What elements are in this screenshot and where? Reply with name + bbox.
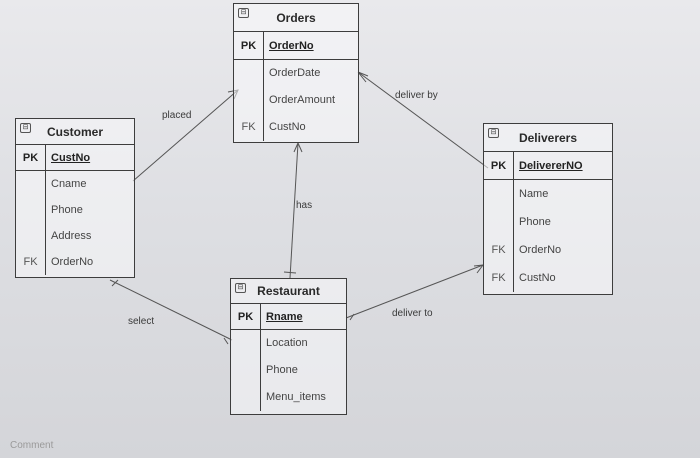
collapse-icon[interactable]: ⊟ (20, 123, 31, 133)
attr-name: OrderNo (519, 244, 562, 256)
line-deliver-by (357, 71, 489, 169)
arrow-select (111, 279, 229, 345)
line-has (289, 142, 299, 279)
attr-name: Phone (51, 204, 83, 216)
attr-key (16, 171, 46, 197)
attr-row: FK CustNo (484, 264, 612, 292)
entity-title: ⊟ Deliverers (484, 124, 612, 152)
pk-key: PK (231, 304, 261, 329)
pk-row: PK Rname (231, 304, 346, 330)
attr-key (231, 357, 261, 384)
rel-label-placed: placed (162, 110, 192, 121)
attr-name: CustNo (519, 272, 556, 284)
attr-name: Cname (51, 178, 87, 190)
entity-name: Deliverers (518, 131, 578, 145)
attr-row: FK OrderNo (16, 249, 134, 275)
entity-name: Restaurant (257, 284, 320, 298)
attr-key: FK (234, 114, 264, 141)
attr-key (484, 208, 514, 236)
entity-customer[interactable]: ⊟ Customer PK CustNo Cname Phone Address… (15, 118, 135, 278)
attr-name: Address (51, 230, 92, 242)
attr-row: OrderAmount (234, 87, 358, 114)
attr-key (231, 384, 261, 411)
attr-row: FK OrderNo (484, 236, 612, 264)
entity-title: ⊟ Customer (16, 119, 134, 145)
attr-row: Address (16, 223, 134, 249)
attr-row: Menu_items (231, 384, 346, 411)
line-deliver-to (345, 264, 484, 319)
attr-key: FK (484, 264, 514, 292)
attr-key (16, 223, 46, 249)
pk-row: PK CustNo (16, 145, 134, 171)
rel-label-has: has (296, 200, 313, 211)
entity-orders[interactable]: ⊟ Orders PK OrderNo OrderDate OrderAmoun… (233, 3, 359, 143)
attr-name: CustNo (269, 121, 306, 133)
entity-name: Customer (46, 125, 103, 139)
attr-key (234, 60, 264, 87)
collapse-icon[interactable]: ⊟ (488, 128, 499, 138)
line-select (109, 279, 233, 341)
attr-key: FK (16, 249, 46, 275)
rel-label-deliver-by: deliver by (395, 90, 438, 101)
attr-row: Phone (484, 208, 612, 236)
attr-key (484, 180, 514, 208)
comment-link[interactable]: Comment (10, 440, 54, 451)
attr-name: Phone (266, 364, 298, 376)
collapse-icon[interactable]: ⊟ (238, 8, 249, 18)
pk-row: PK OrderNo (234, 32, 358, 60)
attr-name: Menu_items (266, 391, 326, 403)
rel-label-deliver-to: deliver to (392, 308, 433, 319)
attr-row: FK CustNo (234, 114, 358, 141)
entity-title: ⊟ Orders (234, 4, 358, 32)
attr-row: Location (231, 330, 346, 357)
attr-name: Phone (519, 216, 551, 228)
entity-deliverers[interactable]: ⊟ Deliverers PK DelivererNO Name Phone F… (483, 123, 613, 295)
attr-key (234, 87, 264, 114)
pk-key: PK (16, 145, 46, 170)
attr-key (231, 330, 261, 357)
attr-row: Name (484, 180, 612, 208)
line-placed (132, 89, 239, 182)
attr-name: OrderAmount (269, 94, 336, 106)
entity-name: Orders (276, 11, 316, 25)
attr-row: Cname (16, 171, 134, 197)
rel-label-select: select (128, 316, 155, 327)
attr-name: OrderDate (269, 67, 321, 79)
attr-row: OrderDate (234, 60, 358, 87)
pk-row: PK DelivererNO (484, 152, 612, 180)
pk-key: PK (484, 152, 514, 179)
attr-row: Phone (231, 357, 346, 384)
pk-attr: CustNo (51, 152, 91, 164)
collapse-icon[interactable]: ⊟ (235, 283, 246, 293)
attr-name: Location (266, 337, 308, 349)
attr-row: Phone (16, 197, 134, 223)
arrow-deliver-by (357, 71, 369, 83)
entity-title: ⊟ Restaurant (231, 279, 346, 304)
attr-name: Name (519, 188, 549, 200)
attr-key: FK (484, 236, 514, 264)
entity-restaurant[interactable]: ⊟ Restaurant PK Rname Location Phone Men… (230, 278, 347, 415)
pk-attr: DelivererNO (519, 160, 583, 172)
pk-key: PK (234, 32, 264, 59)
arrow-has (283, 141, 303, 274)
pk-attr: Rname (266, 311, 303, 323)
attr-key (16, 197, 46, 223)
pk-attr: OrderNo (269, 40, 314, 52)
attr-name: OrderNo (51, 256, 94, 268)
